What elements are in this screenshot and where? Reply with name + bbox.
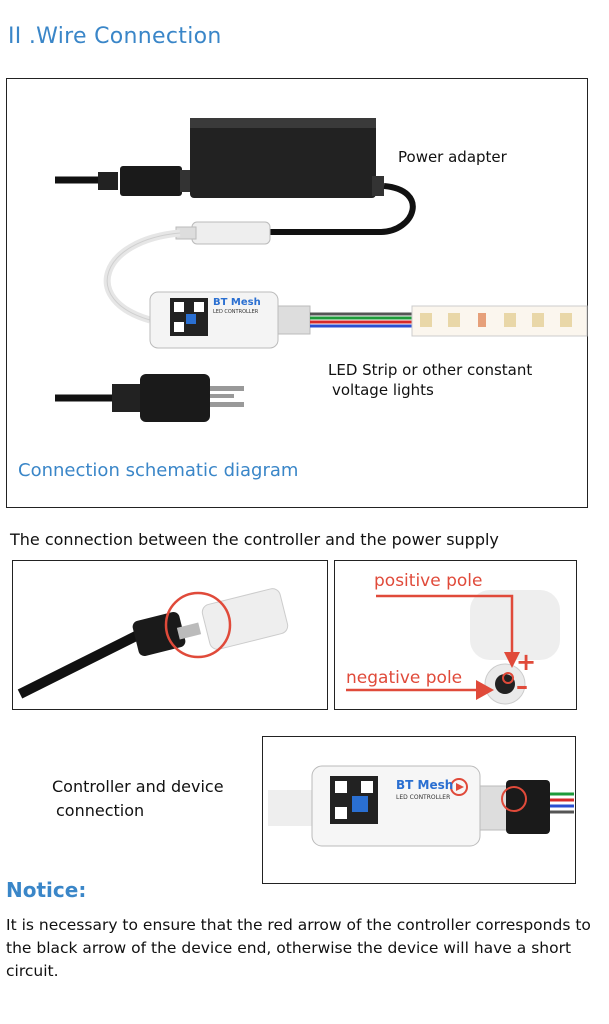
device-controller-sub: LED CONTROLLER: [396, 794, 451, 801]
power-adapter: [190, 118, 384, 198]
dc-cable: [270, 183, 416, 235]
notice-body: It is necessary to ensure that the red a…: [6, 916, 591, 980]
rgb-wires: [310, 312, 412, 328]
positive-pole-label: positive pole: [374, 571, 483, 591]
controller-brand: BT Mesh: [213, 297, 261, 308]
ac-cord-top: [55, 166, 190, 196]
dc-plug-box: [12, 560, 328, 710]
led-strip-label-line1: LED Strip or other constant: [328, 361, 533, 379]
device-photo-box: [262, 736, 576, 884]
power-adapter-label: Power adapter: [398, 148, 507, 166]
dc-connector: [175, 221, 271, 245]
plus-sign: +: [516, 648, 537, 676]
dc-plug-photo: [17, 588, 289, 699]
poles-box: [334, 560, 577, 710]
controller-sub: LED CONTROLLER: [213, 309, 259, 315]
controller-device-photo: [268, 765, 574, 847]
device-connection-label-line2: connection: [56, 801, 145, 820]
led-strip-label-line2: voltage lights: [332, 381, 434, 399]
negative-pole-label: negative pole: [346, 668, 463, 688]
controller-schematic: [149, 291, 311, 349]
minus-sign: –: [516, 672, 528, 700]
poles-photo: [346, 590, 560, 705]
notice-title: Notice:: [6, 878, 87, 902]
device-connection-label-line1: Controller and device: [52, 777, 224, 796]
section-title: II .Wire Connection: [8, 24, 222, 49]
ac-plug: [55, 374, 244, 422]
device-controller-brand: BT Mesh: [396, 778, 454, 792]
connection-heading: The connection between the controller an…: [10, 530, 499, 549]
schematic-caption: Connection schematic diagram: [18, 460, 299, 481]
led-strip: [411, 305, 588, 337]
